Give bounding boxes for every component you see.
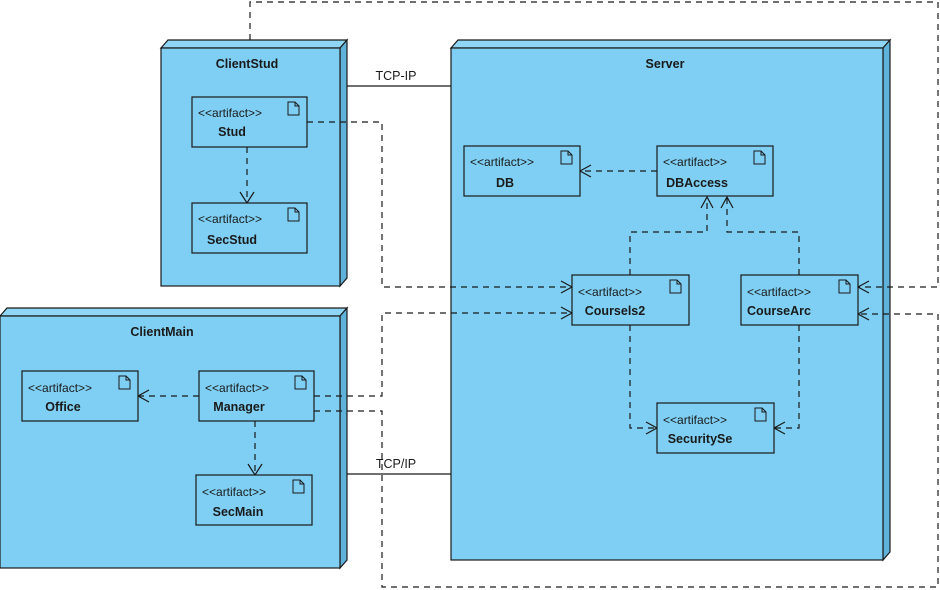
arrowhead <box>700 195 714 209</box>
dep-manager-courses2[interactable] <box>314 312 572 397</box>
tcp-ip-label-bottom: TCP/IP <box>376 457 416 471</box>
artifact-name: Coursels2 <box>585 304 645 318</box>
artifact-stereotype: <<artifact>> <box>747 285 811 299</box>
artifact-stereotype: <<artifact>> <box>205 381 269 395</box>
artifact-securityse[interactable]: <<artifact>> SecuritySe <box>656 402 775 454</box>
artifact-stereotype: <<artifact>> <box>663 155 727 169</box>
artifact-dbaccess[interactable]: <<artifact>> DBAccess <box>656 145 774 197</box>
artifact-stereotype: <<artifact>> <box>470 155 534 169</box>
artifact-name: CourseArc <box>747 304 811 318</box>
artifact-coursearc[interactable]: <<artifact>> CourseArc <box>740 274 859 326</box>
artifact-name: SecStud <box>207 233 257 247</box>
artifact-stereotype: <<artifact>> <box>578 285 642 299</box>
artifact-name: SecMain <box>213 505 264 519</box>
arrowhead <box>720 195 734 209</box>
artifact-name: Manager <box>213 400 265 414</box>
artifact-stereotype: <<artifact>> <box>28 381 92 395</box>
artifact-secmain[interactable]: <<artifact>> SecMain <box>195 474 313 526</box>
artifact-db[interactable]: <<artifact>> DB <box>463 145 581 197</box>
artifact-stereotype: <<artifact>> <box>663 413 727 427</box>
artifact-name: DBAccess <box>666 176 728 190</box>
dep-courses2-securityse[interactable] <box>629 325 657 429</box>
artifact-courses2[interactable]: <<artifact>> Coursels2 <box>571 274 690 326</box>
node-client-main[interactable]: ClientMain <box>0 306 349 570</box>
dep-courses2-dbaccess[interactable] <box>629 197 708 275</box>
dep-manager-coursearc[interactable] <box>314 313 939 588</box>
artifact-name: Stud <box>218 125 246 139</box>
node-client-stud-title: ClientStud <box>216 57 279 71</box>
node-client-stud[interactable]: ClientStud <box>159 38 349 288</box>
artifact-stud[interactable]: <<artifact>> Stud <box>191 96 308 148</box>
dep-stud-courses2[interactable] <box>307 121 572 288</box>
artifact-office[interactable]: <<artifact>> Office <box>21 370 139 422</box>
dep-coursearc-securityse[interactable] <box>774 325 800 429</box>
artifact-stereotype: <<artifact>> <box>202 485 266 499</box>
artifact-name: SecuritySe <box>668 432 733 446</box>
artifact-secstud[interactable]: <<artifact>> SecStud <box>191 202 308 254</box>
tcp-ip-label-top: TCP-IP <box>376 69 417 83</box>
artifact-stereotype: <<artifact>> <box>198 212 262 226</box>
dep-coursearc-dbaccess[interactable] <box>726 197 800 275</box>
node-server-title: Server <box>646 57 685 71</box>
artifact-name: Office <box>45 400 80 414</box>
artifact-stereotype: <<artifact>> <box>198 106 262 120</box>
node-client-main-title: ClientMain <box>130 325 193 339</box>
artifact-manager[interactable]: <<artifact>> Manager <box>198 370 315 422</box>
artifact-name: DB <box>496 176 514 190</box>
dep-clientstud-coursearc[interactable] <box>249 1 939 288</box>
